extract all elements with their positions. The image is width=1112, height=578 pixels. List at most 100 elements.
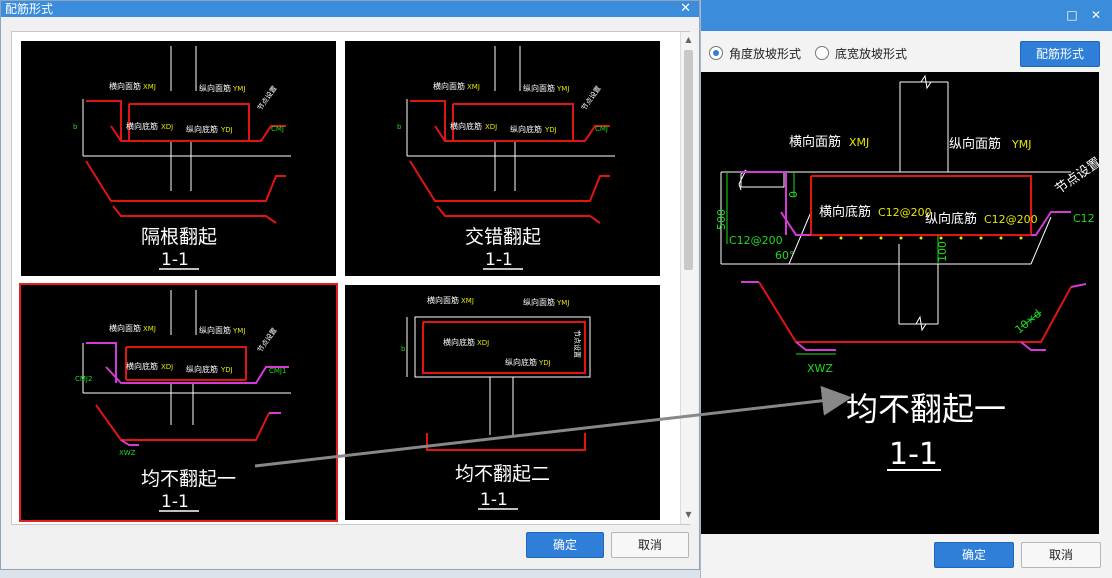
tile-top-h-label: 横向面筋 [427,295,459,305]
side-dialog: □ ✕ 角度放坡形式 底宽放坡形式 配筋形式 [700,0,1112,578]
tile-alternate-bend[interactable]: 横向面筋 XMJ 纵向面筋 YMJ 节点设置 横向底筋 XDJ 纵向底筋 YDJ… [21,41,336,276]
tile-xdj: XDJ [485,123,497,131]
reinforcement-form-dialog: 配筋形式 ✕ 横向面筋 XMJ 纵向面筋 YMJ 节点设置 横向底筋 [0,0,700,570]
preview-caption: 均不翻起一 [846,390,1006,428]
tile-ydj: YDJ [220,366,233,374]
preview-top-v-code: YMJ [1011,138,1031,151]
form-gallery: 横向面筋 XMJ 纵向面筋 YMJ 节点设置 横向底筋 XDJ 纵向底筋 YDJ… [11,31,697,525]
tile-drawing: 横向面筋 XMJ 纵向面筋 YMJ 横向底筋 XDJ 纵向底筋 YDJ 节点设置… [401,295,591,510]
tile-no-bend-one[interactable]: 横向面筋 XMJ 纵向面筋 YMJ 节点设置 横向底筋 XDJ 纵向底筋 YDJ… [19,283,338,522]
scroll-down-icon[interactable]: ▼ [685,510,692,519]
radio-dot-checked[interactable] [709,46,723,60]
tile-cmj: CMJ [271,125,284,133]
preview-top-h-code: XMJ [849,136,869,149]
radio-dot-unchecked[interactable] [815,46,830,60]
tile-caption: 均不翻起一 [141,468,236,490]
tile-ydj: YDJ [220,126,233,134]
radio-width-slope[interactable]: 底宽放坡形式 [815,45,907,62]
tile-cmj2: CMJ2 [75,375,92,383]
tile-top-v-label: 纵向面筋 [523,83,555,93]
preview-angle: 60° [775,249,795,262]
tile-xwz: XWZ [119,449,136,457]
tile-drawing: 横向面筋 XMJ 纵向面筋 YMJ 节点设置 横向底筋 XDJ 纵向底筋 YDJ… [397,46,615,270]
dialog-titlebar: 配筋形式 ✕ [1,1,699,17]
preview-top-v-label: 纵向面筋 [949,136,1001,152]
tile-caption: 均不翻起二 [455,463,550,485]
tile-section: 1-1 [161,250,189,270]
section-preview: 横向面筋 XMJ 纵向面筋 YMJ 节点设置 横向底筋 C12@200 纵向底筋… [701,72,1104,534]
tile-bot-v-label: 纵向底筋 [510,124,542,134]
preview-bot-h-spec: C12@200 [878,206,932,219]
preview-right-spec: C12 [1073,212,1095,225]
preview-dim-100: 100 [936,241,949,262]
maximize-icon[interactable]: □ [1066,8,1078,22]
tile-xmj: XMJ [143,325,156,333]
tile-bot-v-label: 纵向底筋 [186,124,218,134]
side-dialog-titlebar: □ ✕ [701,0,1112,31]
tile-ymj: YMJ [232,85,245,93]
radio-width-slope-label: 底宽放坡形式 [835,46,908,61]
radio-angle-slope[interactable]: 角度放坡形式 [709,45,801,62]
tile-xdj: XDJ [161,363,173,371]
tile-drawing: 横向面筋 XMJ 纵向面筋 YMJ 节点设置 横向底筋 XDJ 纵向底筋 YDJ… [73,46,291,270]
tile-b: b [401,345,406,353]
dialog-title: 配筋形式 [5,2,54,16]
preview-left-spec: C12@200 [729,234,783,247]
tile-caption: 隔根翻起 [141,226,217,248]
tile-ymj: YMJ [556,85,569,93]
preview-top-h-label: 横向面筋 [789,134,841,150]
scroll-up-icon[interactable]: ▲ [685,35,692,44]
reinforce-form-button[interactable]: 配筋形式 [1020,41,1100,67]
tile-b: b [73,123,78,131]
tile-bot-h-label: 横向底筋 [126,121,158,131]
preview-node-label: 节点设置 [1053,155,1099,197]
scroll-thumb[interactable] [684,50,693,270]
preview-xwz: XWZ [807,362,833,375]
tile-bot-h-label: 横向底筋 [126,361,158,371]
preview-bot-v-label: 纵向底筋 [925,211,977,227]
tile-xmj: XMJ [467,83,480,91]
tile-section: 1-1 [480,490,508,510]
preview-bot-h-label: 横向底筋 [819,204,871,220]
tile-node-label: 节点设置 [573,330,582,358]
gallery-scrollbar[interactable]: ▲ ▼ [680,32,697,524]
radio-angle-slope-label: 角度放坡形式 [729,46,802,61]
tile-b: b [397,123,402,131]
tile-xdj: XDJ [161,123,173,131]
close-icon[interactable]: ✕ [1090,8,1102,22]
tile-xmj: XMJ [461,297,474,305]
side-confirm-button[interactable]: 确定 [934,542,1014,568]
tile-drawing: 横向面筋 XMJ 纵向面筋 YMJ 节点设置 横向底筋 XDJ 纵向底筋 YDJ… [75,290,291,512]
preview-section: 1-1 [889,437,938,472]
background-strip [0,570,700,578]
section-preview-drawing: 横向面筋 XMJ 纵向面筋 YMJ 节点设置 横向底筋 C12@200 纵向底筋… [715,74,1104,472]
tile-cmj1: CMJ1 [269,367,286,375]
tile-node-label: 节点设置 [579,84,602,112]
tile-ydj: YDJ [538,359,551,367]
confirm-button[interactable]: 确定 [526,532,604,558]
tile-cmj: CMJ [595,125,608,133]
tile-node-label: 节点设置 [255,326,278,354]
tile-ydj: YDJ [544,126,557,134]
tile-bot-v-label: 纵向底筋 [186,364,218,374]
tile-bot-h-label: 横向底筋 [443,337,475,347]
preview-dim-0: 0 [787,191,800,198]
tile-xmj: XMJ [143,83,156,91]
tile-top-h-label: 横向面筋 [433,81,465,91]
tile-top-h-label: 横向面筋 [109,323,141,333]
tile-ymj: YMJ [232,327,245,335]
tile-node-label: 节点设置 [255,84,278,112]
tile-bot-h-label: 横向底筋 [450,121,482,131]
side-cancel-button[interactable]: 取消 [1021,542,1101,568]
tile-section: 1-1 [485,250,513,270]
tile-staggered-bend[interactable]: 横向面筋 XMJ 纵向面筋 YMJ 节点设置 横向底筋 XDJ 纵向底筋 YDJ… [345,41,660,276]
tile-top-v-label: 纵向面筋 [199,83,231,93]
slope-mode-radio-group: 角度放坡形式 底宽放坡形式 [701,40,913,66]
cancel-button[interactable]: 取消 [611,532,689,558]
preview-bot-v-spec: C12@200 [984,213,1038,226]
tile-no-bend-two[interactable]: 横向面筋 XMJ 纵向面筋 YMJ 横向底筋 XDJ 纵向底筋 YDJ 节点设置… [345,285,660,520]
tile-top-h-label: 横向面筋 [109,81,141,91]
close-icon[interactable]: ✕ [680,1,691,16]
tile-top-v-label: 纵向面筋 [199,325,231,335]
tile-xdj: XDJ [477,339,489,347]
